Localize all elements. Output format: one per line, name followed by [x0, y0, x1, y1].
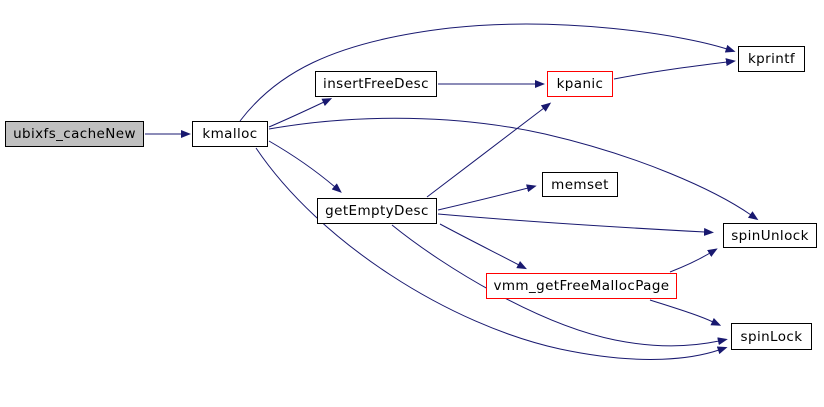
- node-insertFreeDesc[interactable]: insertFreeDesc: [315, 71, 437, 97]
- edge-getEmptyDesc-spinLock: [391, 224, 728, 347]
- node-kprintf[interactable]: kprintf: [738, 46, 805, 72]
- edge-kpanic-kprintf: [613, 58, 736, 80]
- edge-kmalloc-insertFreeDesc: [268, 98, 333, 128]
- node-spinUnlock[interactable]: spinUnlock: [723, 223, 817, 248]
- edge-getEmptyDesc-memset: [437, 184, 537, 211]
- edge-kmalloc-kprintf: [239, 23, 736, 122]
- node-kpanic[interactable]: kpanic: [547, 71, 613, 97]
- edge-vmm_getFreeMallocPage-spinLock: [649, 299, 722, 326]
- edge-getEmptyDesc-kpanic: [426, 102, 552, 198]
- node-kmalloc[interactable]: kmalloc: [192, 121, 268, 147]
- node-memset[interactable]: memset: [542, 172, 618, 197]
- node-ubixfs_cacheNew[interactable]: ubixfs_cacheNew: [5, 121, 144, 147]
- edge-getEmptyDesc-vmm_getFreeMallocPage: [439, 223, 527, 270]
- node-vmm_getFreeMallocPage[interactable]: vmm_getFreeMallocPage: [486, 273, 677, 299]
- edge-kmalloc-spinUnlock: [268, 117, 759, 221]
- edge-vmm_getFreeMallocPage-spinUnlock: [669, 248, 718, 273]
- node-spinLock[interactable]: spinLock: [731, 323, 812, 350]
- node-getEmptyDesc[interactable]: getEmptyDesc: [317, 198, 437, 224]
- edge-kmalloc-getEmptyDesc: [268, 140, 342, 193]
- edge-getEmptyDesc-spinUnlock: [437, 213, 714, 236]
